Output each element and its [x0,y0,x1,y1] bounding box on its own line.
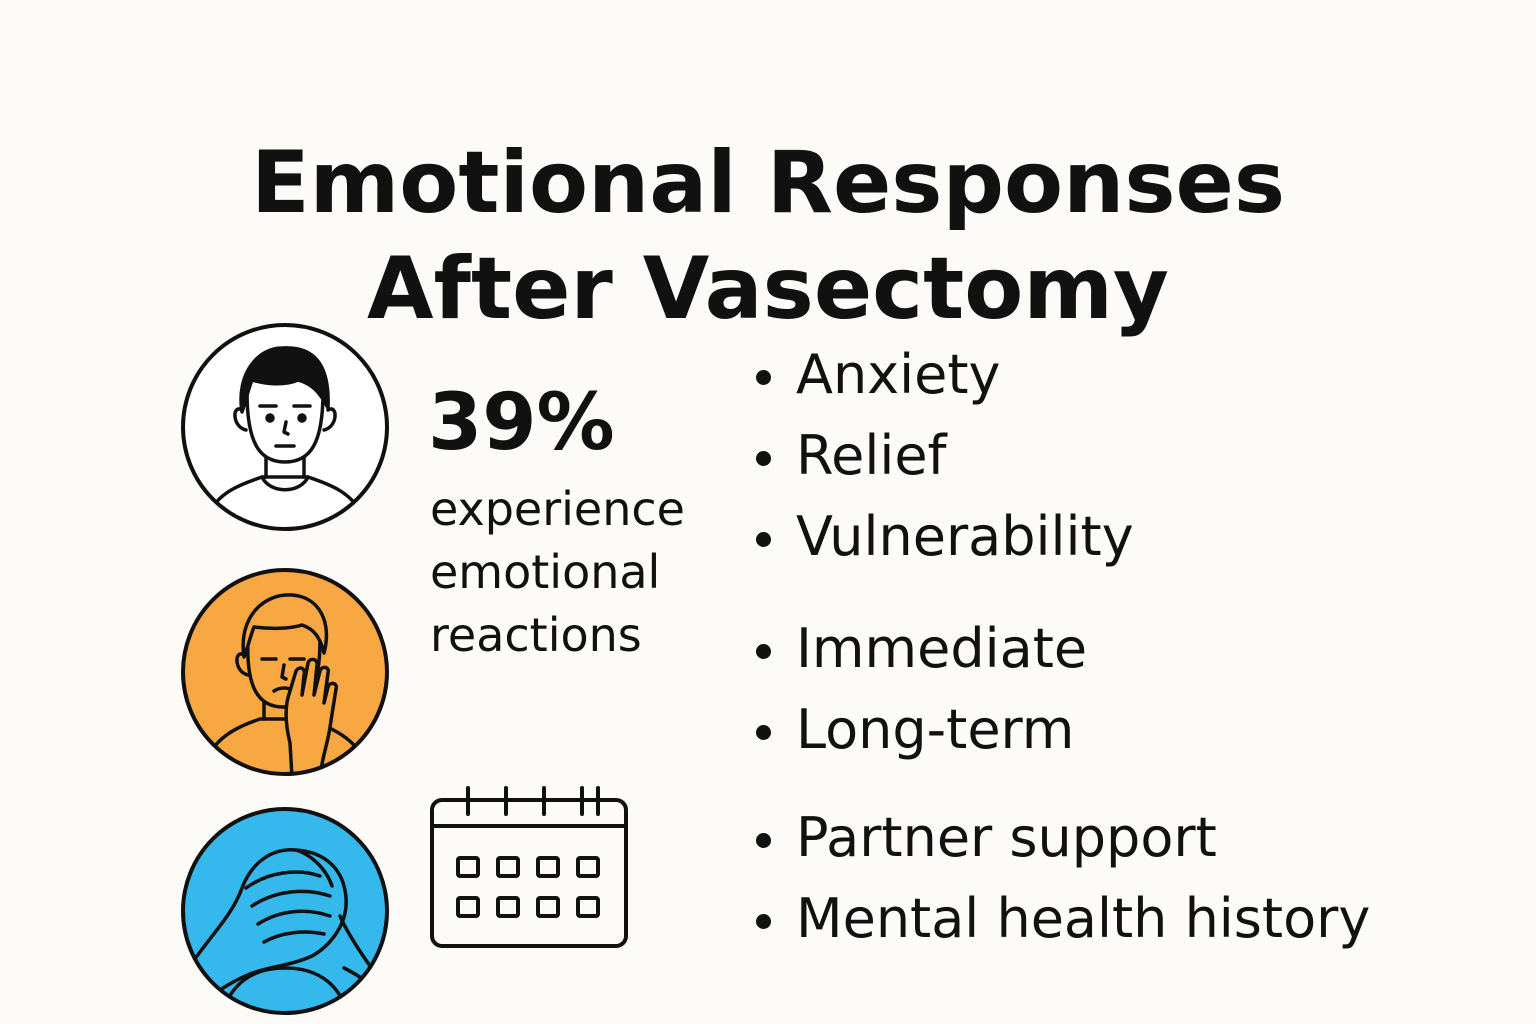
list-item: Vulnerability [752,496,1134,577]
list-item: Long-term [752,689,1087,770]
bullet-dot-icon [756,833,771,848]
calendar-icon [428,784,632,952]
hands-covering-face-icon [180,806,390,1016]
stat-percentage: 39% [428,378,615,468]
stat-caption-line: emotional [430,545,661,599]
list-item-label: Immediate [796,617,1088,680]
stat-caption-line: reactions [430,608,642,662]
bullet-dot-icon [756,532,771,547]
list-item: Anxiety [752,334,1134,415]
page-title: Emotional Responses After Vasectomy [0,130,1536,342]
list-item-label: Partner support [796,806,1217,869]
stat-caption-line: experience [430,482,685,536]
emotions-list: Anxiety Relief Vulnerability [752,334,1134,577]
title-line-1: Emotional Responses [250,132,1286,233]
factors-list: Partner support Mental health history [752,797,1370,959]
timing-list: Immediate Long-term [752,608,1087,770]
worried-man-hand-on-cheek-icon [180,567,390,777]
bullet-dot-icon [756,725,771,740]
list-item-label: Anxiety [796,343,1001,406]
list-item: Partner support [752,797,1370,878]
title-line-2: After Vasectomy [366,238,1169,339]
list-item: Relief [752,415,1134,496]
bullet-dot-icon [756,914,771,929]
list-item-label: Mental health history [796,887,1371,950]
stat-caption: experience emotional reactions [430,478,730,667]
list-item-label: Relief [796,424,947,487]
bullet-dot-icon [756,451,771,466]
list-item: Mental health history [752,878,1370,959]
list-item-label: Long-term [796,698,1075,761]
bullet-dot-icon [756,644,771,659]
list-item: Immediate [752,608,1087,689]
list-item-label: Vulnerability [796,505,1134,568]
bullet-dot-icon [756,370,771,385]
neutral-man-face-icon [180,322,390,532]
